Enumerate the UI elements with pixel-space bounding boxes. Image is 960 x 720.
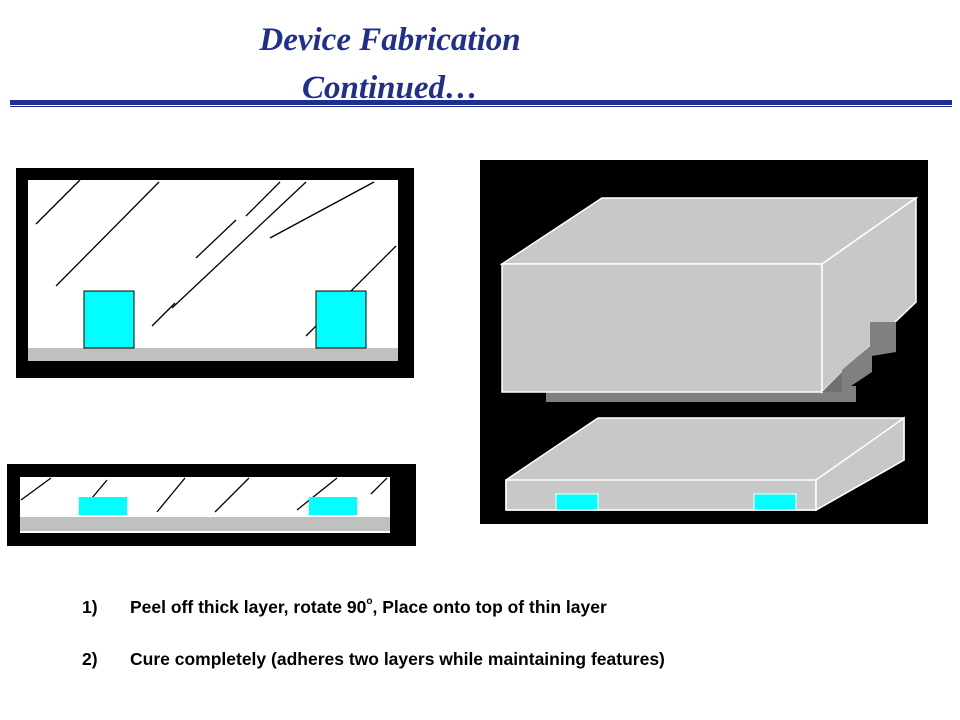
thin-layer-cross-section <box>7 464 416 546</box>
slide-title-line1: Device Fabrication <box>259 22 521 58</box>
step-1-text-before: Peel off thick layer, rotate 90 <box>130 597 367 617</box>
thick-layer-cross-section <box>16 168 414 378</box>
title-underline <box>10 100 952 105</box>
assembly-3d-view <box>480 160 928 524</box>
feature-left <box>83 290 135 349</box>
title-underline-thin <box>10 106 952 107</box>
degree-superscript: o <box>366 596 373 608</box>
feature-right <box>315 290 367 349</box>
step-1-number: 1) <box>82 597 98 617</box>
step-1-text-after: , Place onto top of thin layer <box>372 597 607 617</box>
step-2-text: Cure completely (adheres two layers whil… <box>130 649 665 669</box>
step-1-text: Peel off thick layer, rotate 90o, Place … <box>130 597 607 618</box>
step-2-number: 2) <box>82 649 98 669</box>
